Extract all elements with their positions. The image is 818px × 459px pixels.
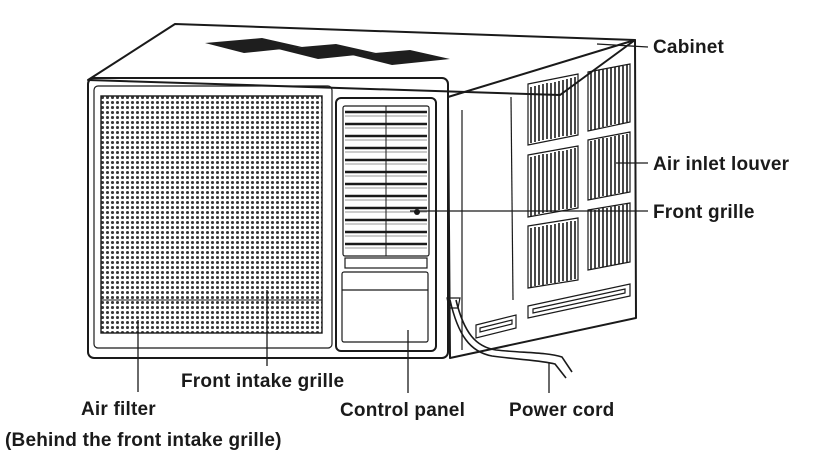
label-power-cord: Power cord [509,400,614,421]
louver-panel-1 [527,73,579,146]
front-panel-frame [87,77,449,359]
louver-panel-4 [587,131,631,201]
front-grille-indicator [344,257,428,269]
label-air-inlet-louver: Air inlet louver [653,154,790,175]
air-inlet-louver [475,63,631,339]
side-slot-short-inner [479,319,513,333]
top-vent-right [352,50,450,65]
label-cabinet: Cabinet [653,37,725,58]
front-panel [87,77,449,359]
louver-panel-6 [587,202,631,271]
label-air-filter: Air filter [81,399,156,420]
control-panel-frame [341,271,429,343]
control-panel [341,271,429,343]
top-vent-middle [278,44,376,59]
label-air-filter-note: (Behind the front intake grille) [5,430,282,451]
power-cord [446,297,573,379]
label-control-panel: Control panel [340,400,465,421]
front-grille [335,97,437,352]
cabinet [87,23,637,359]
label-front-intake-grille: Front intake grille [181,371,344,392]
louver-panel-3 [527,145,579,218]
cabinet-side [447,39,637,359]
side-slot-long [527,283,631,319]
louver-panel-5 [527,217,579,289]
top-vent-left [205,38,302,53]
label-front-grille: Front grille [653,202,755,223]
front-grille-frame [335,97,437,352]
cabinet-side-seam [510,96,514,301]
front-grille-knob [414,209,420,215]
cabinet-top [87,23,636,96]
louver-panel-2 [587,63,631,132]
intake-mesh [101,96,322,333]
intake-mesh-border [100,95,323,334]
power-cord-path [449,299,567,379]
power-cord-path-b [455,299,573,373]
side-slot-long-inner [532,288,626,314]
front-intake-grille [100,95,323,334]
leader-cabinet [596,43,649,48]
front-panel-inner-frame [93,85,333,349]
side-slot-short [475,314,517,339]
power-cord-entry [446,297,461,309]
